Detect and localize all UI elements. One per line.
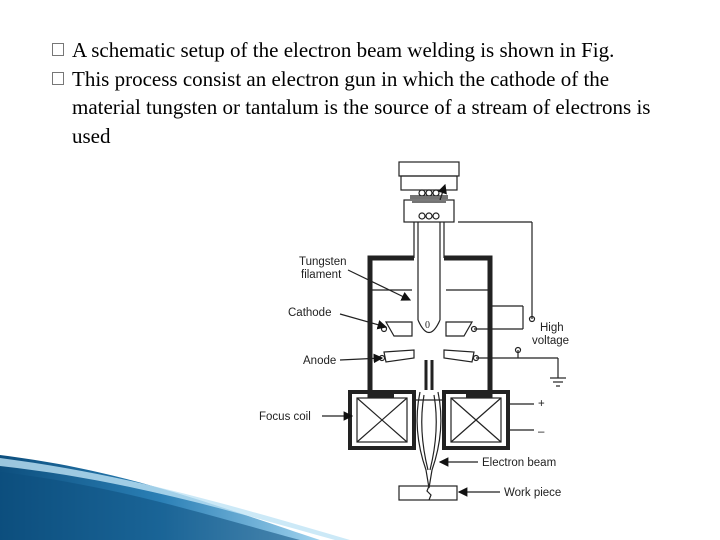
filament-label: filament [301,269,342,281]
bullet-box-icon [52,71,64,85]
work-piece-label: Work piece [504,487,561,499]
bullet-text: A schematic setup of the electron beam w… [72,38,615,62]
high-label: High [540,322,564,334]
bullet-text: This process consist an electron gun in … [72,66,651,148]
tungsten-label: Tungsten [299,256,347,268]
bullet-item: A schematic setup of the electron beam w… [52,36,672,65]
plus-sign: + [538,398,545,410]
bullet-list: A schematic setup of the electron beam w… [52,36,672,150]
voltage-label: voltage [532,335,569,347]
bullet-item: This process consist an electron gun in … [52,65,672,151]
bullet-box-icon [52,43,64,56]
electron-beam-label: Electron beam [482,457,556,469]
focus-coil-label: Focus coil [259,411,311,423]
minus-sign: – [538,426,545,438]
gun-column: 0 [322,161,566,501]
anode-label: Anode [303,355,336,367]
cathode-label: Cathode [288,307,331,319]
decorative-wave [0,455,350,540]
svg-text:0: 0 [425,320,430,331]
